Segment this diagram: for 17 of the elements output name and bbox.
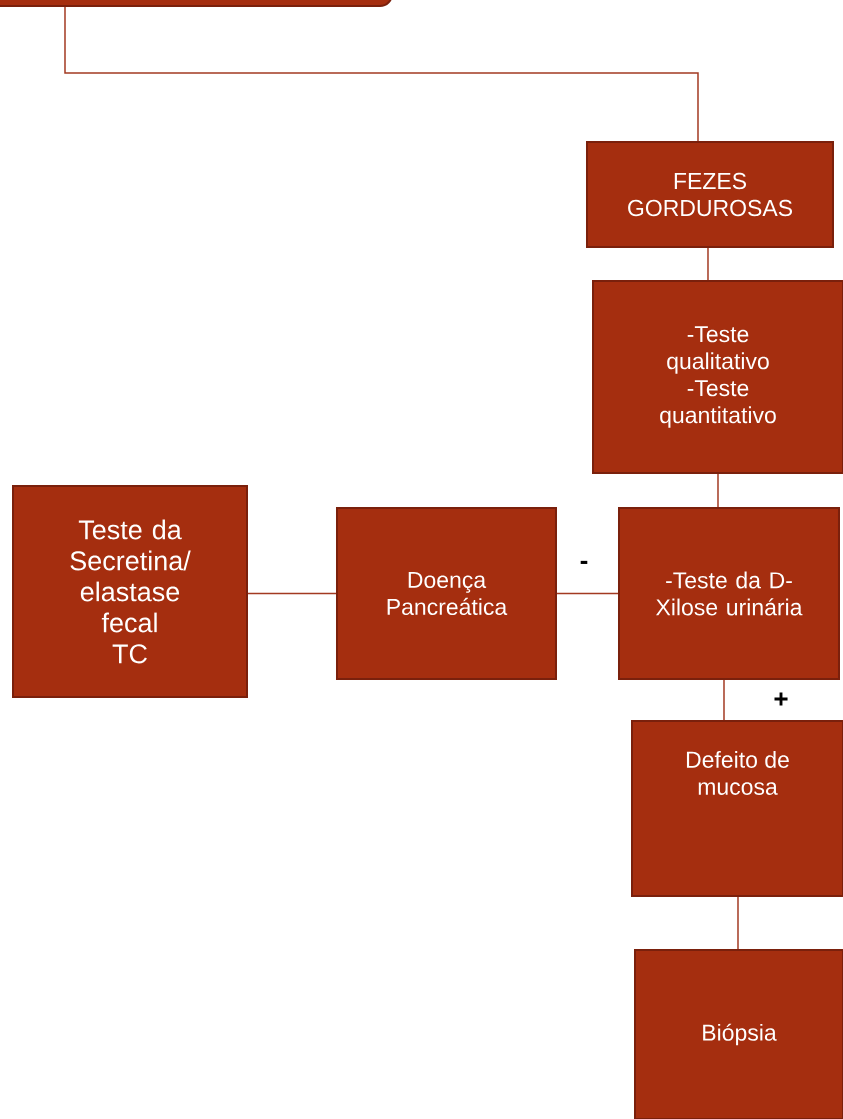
connector-line bbox=[707, 247, 709, 281]
process-box: FEZES GORDUROSAS bbox=[586, 141, 834, 248]
connector-line bbox=[717, 473, 719, 508]
edge-label: - bbox=[580, 560, 588, 564]
connector-line bbox=[247, 592, 337, 595]
process-box: Defeito de mucosa bbox=[631, 720, 843, 897]
connector-line bbox=[723, 679, 725, 721]
edge-label: + bbox=[774, 692, 788, 706]
process-box: Teste da Secretina/ elastase fecal TC bbox=[12, 485, 248, 698]
process-box: -Teste da D-Xilose urinária bbox=[618, 507, 840, 680]
process-box: Biópsia bbox=[634, 949, 843, 1119]
process-box: -Teste qualitativo -Teste quantitativo bbox=[592, 280, 843, 474]
connector-line bbox=[556, 592, 619, 595]
connector-line bbox=[64, 6, 699, 142]
connector-line bbox=[737, 896, 739, 950]
box bbox=[0, 0, 393, 7]
process-box: Doença Pancreática bbox=[336, 507, 557, 680]
